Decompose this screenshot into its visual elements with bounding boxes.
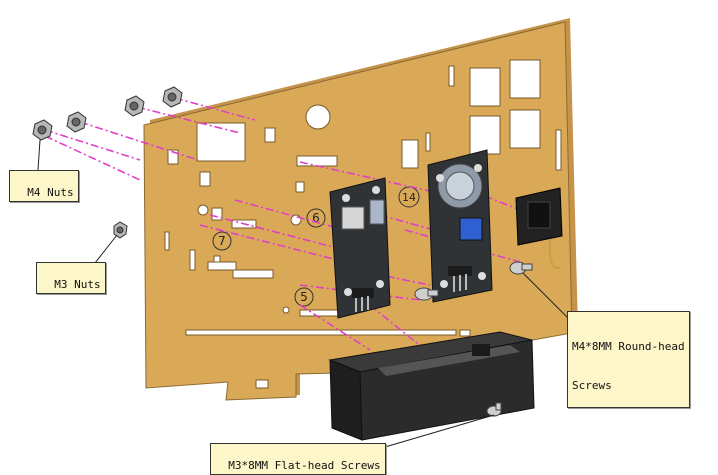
marker-5-label: 5	[300, 290, 308, 304]
marker-7-label: 7	[218, 234, 226, 248]
callout-m4-screws-line2: Screws	[572, 379, 612, 392]
marker-6-label: 6	[312, 211, 320, 225]
callout-m4-screws-line1: M4*8MM Round-head	[572, 340, 685, 353]
module-chip	[341, 206, 365, 230]
nut-icon	[162, 86, 183, 108]
m3-nut	[113, 221, 128, 239]
flat-head-screw	[486, 402, 502, 417]
callout-m3-nuts: M3 Nuts	[36, 262, 106, 294]
step-marker-6	[306, 208, 326, 228]
nut-icon	[124, 95, 145, 117]
m4-nuts	[32, 86, 183, 141]
callout-m4-nuts: M4 Nuts	[9, 170, 79, 202]
step-marker-7	[212, 231, 232, 251]
callout-m4-nuts-label: M4 Nuts	[27, 186, 74, 199]
nut-icon	[66, 111, 87, 133]
battery-box	[328, 331, 535, 441]
nut-icon	[32, 119, 53, 141]
step-markers	[212, 186, 420, 307]
round-head-screws	[414, 261, 533, 301]
sensor-module-left	[329, 177, 391, 319]
callout-m3-screws: M3*8MM Flat-head Screws	[210, 443, 386, 475]
callout-m3-screws-label: M3*8MM Flat-head Screws	[228, 459, 381, 472]
marker-14-label: 14	[402, 191, 416, 204]
callout-leaders	[37, 139, 569, 448]
callout-m3-nuts-label: M3 Nuts	[54, 278, 101, 291]
potentiometer	[459, 217, 483, 241]
callout-m4-screws: M4*8MM Round-head Screws	[567, 311, 690, 408]
module-component	[369, 199, 385, 225]
gas-sensor-module	[427, 149, 493, 303]
rocker-switch	[515, 187, 563, 270]
step-marker-5	[294, 287, 314, 307]
step-marker-14	[398, 186, 420, 208]
